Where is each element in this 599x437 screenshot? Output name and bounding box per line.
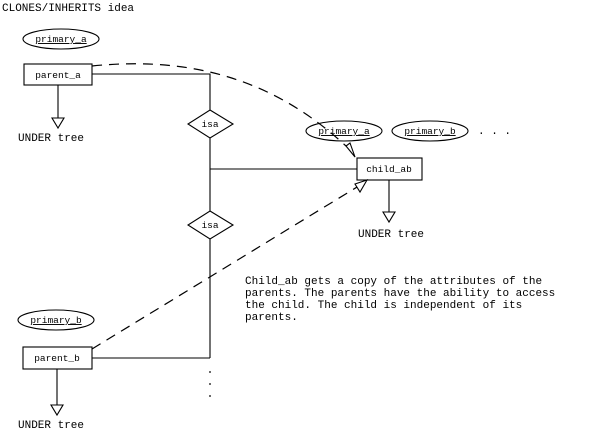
parent-b-under-arrowhead	[50, 404, 64, 417]
parent-a-clone-arrowhead	[345, 142, 356, 158]
child-primary-b-oval	[391, 120, 469, 142]
isa-bottom-label: isa	[201, 220, 218, 231]
parent-a-clone-dashed-link	[91, 63, 347, 147]
more-primaries-ellipsis: . . .	[478, 126, 511, 138]
parent-a-connector	[92, 73, 211, 110]
primary-a-oval	[22, 28, 100, 50]
child-primary-b-label: primary_b	[404, 126, 456, 137]
parent-a-under-arrowhead	[51, 117, 65, 130]
primary-b-oval	[17, 309, 95, 331]
isa-top-label: isa	[201, 119, 218, 130]
primary-a-oval-label: primary_a	[35, 34, 87, 45]
continuation-dot-2	[209, 383, 211, 385]
child-ab-under-arrowhead	[382, 211, 396, 224]
diagram-title: CLONES/INHERITS idea	[2, 3, 134, 15]
child-primary-a-oval	[305, 120, 383, 142]
parent-b-under-tree-label: UNDER tree	[18, 420, 84, 432]
parent-b-clone-arrowhead	[354, 179, 369, 194]
note-line-4: parents.	[245, 312, 298, 324]
primary-b-oval-label: primary_b	[30, 315, 82, 326]
child-ab-label: child_ab	[366, 164, 412, 175]
child-primary-a-label: primary_a	[318, 126, 370, 137]
continuation-dot-3	[209, 395, 211, 397]
continuation-dot-1	[209, 371, 211, 373]
parent-b-label: parent_b	[34, 353, 80, 364]
parent-a-label: parent_a	[35, 70, 81, 81]
note-line-1: Child_ab gets a copy of the attributes o…	[245, 276, 542, 288]
child-ab-under-tree-label: UNDER tree	[358, 229, 424, 241]
note-line-2: parents. The parents have the ability to…	[245, 288, 555, 300]
parent-b-clone-dashed-link	[91, 183, 363, 350]
parent-a-under-tree-label: UNDER tree	[18, 133, 84, 145]
note-line-3: the child. The child is independent of i…	[245, 300, 522, 312]
